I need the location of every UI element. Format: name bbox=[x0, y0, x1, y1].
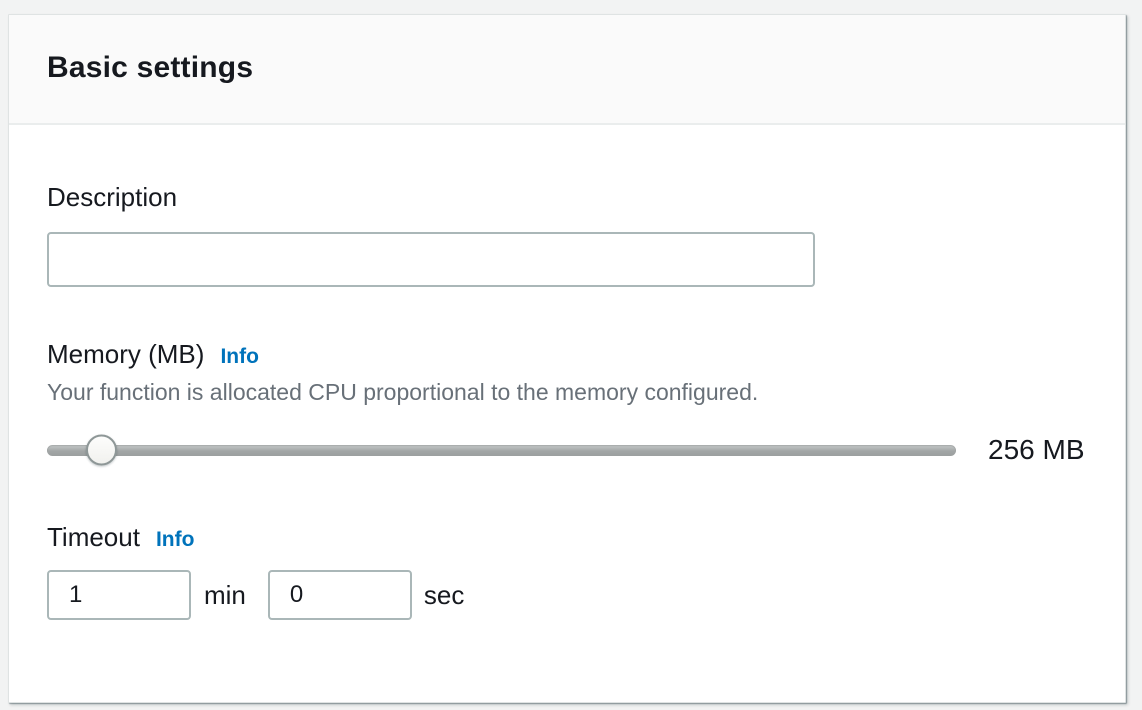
memory-field: Memory (MB) Info Your function is alloca… bbox=[47, 338, 1087, 466]
memory-slider-track[interactable] bbox=[47, 434, 956, 466]
panel-body: Description Memory (MB) Info Your functi… bbox=[9, 181, 1125, 620]
timeout-minutes-input[interactable] bbox=[47, 570, 191, 620]
memory-value-display: 256 MB bbox=[988, 434, 1085, 465]
description-field: Description bbox=[47, 181, 1087, 287]
memory-label-row: Memory (MB) Info bbox=[47, 338, 1087, 370]
memory-slider-row: 256 MB bbox=[47, 434, 1087, 466]
memory-label: Memory (MB) bbox=[47, 339, 205, 369]
timeout-label: Timeout bbox=[47, 522, 140, 552]
timeout-inputs-row: min sec bbox=[47, 570, 1087, 620]
memory-info-link[interactable]: Info bbox=[220, 345, 259, 368]
basic-settings-panel: Basic settings Description Memory (MB) I… bbox=[8, 14, 1126, 703]
timeout-info-link[interactable]: Info bbox=[155, 528, 195, 551]
timeout-seconds-input[interactable] bbox=[267, 570, 412, 620]
description-input[interactable] bbox=[47, 232, 815, 287]
memory-slider-handle[interactable] bbox=[86, 434, 117, 466]
timeout-field: Timeout Info min sec bbox=[47, 521, 1087, 620]
timeout-label-row: Timeout Info bbox=[47, 521, 1087, 553]
panel-header: Basic settings bbox=[9, 15, 1125, 125]
memory-help-text: Your function is allocated CPU proportio… bbox=[47, 379, 759, 405]
description-label: Description bbox=[47, 182, 178, 212]
panel-title: Basic settings bbox=[47, 51, 254, 84]
timeout-minutes-unit-label: min bbox=[204, 579, 246, 610]
timeout-seconds-unit-label: sec bbox=[423, 579, 465, 610]
